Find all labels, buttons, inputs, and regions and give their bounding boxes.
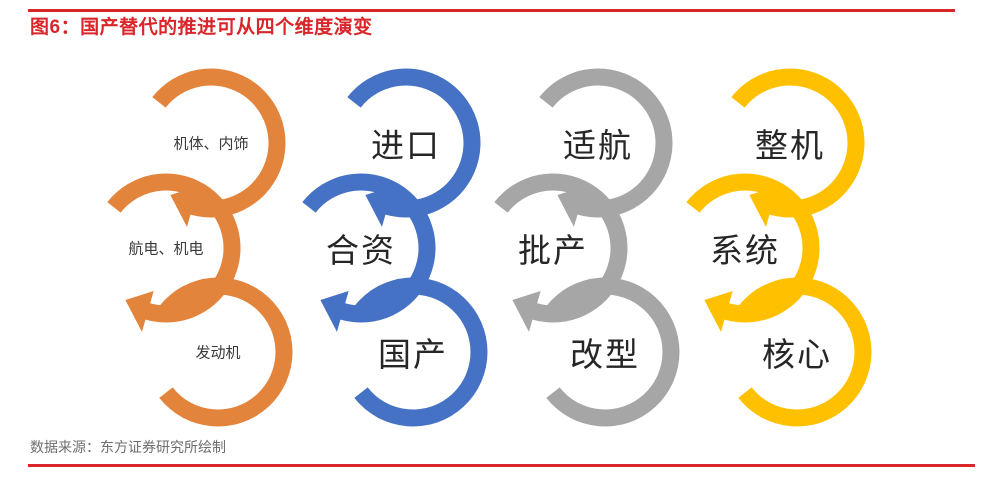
cyclic-arrow-diagram <box>107 68 872 427</box>
diagram-canvas: 机体、内饰航电、机电发动机进口合资国产适航批产改型整机系统核心 <box>0 44 984 434</box>
cycle-arrow-gray-3 <box>546 277 680 427</box>
cycle-arrow-blue-1 <box>347 68 481 227</box>
page-title: 图6：国产替代的推进可从四个维度演变 <box>30 17 373 38</box>
source-divider-bottom <box>28 464 975 467</box>
title-divider-top <box>28 9 955 12</box>
cycle-arrow-orange-1 <box>152 68 286 227</box>
cycle-arrow-gray-1 <box>539 68 673 227</box>
cycle-arrow-yellow-1 <box>731 68 865 227</box>
source-note: 数据来源：东方证券研究所绘制 <box>30 439 226 455</box>
cycle-arrow-yellow-3 <box>738 277 872 427</box>
cycle-arrow-blue-3 <box>354 277 488 427</box>
cycle-arrow-orange-3 <box>159 277 293 427</box>
